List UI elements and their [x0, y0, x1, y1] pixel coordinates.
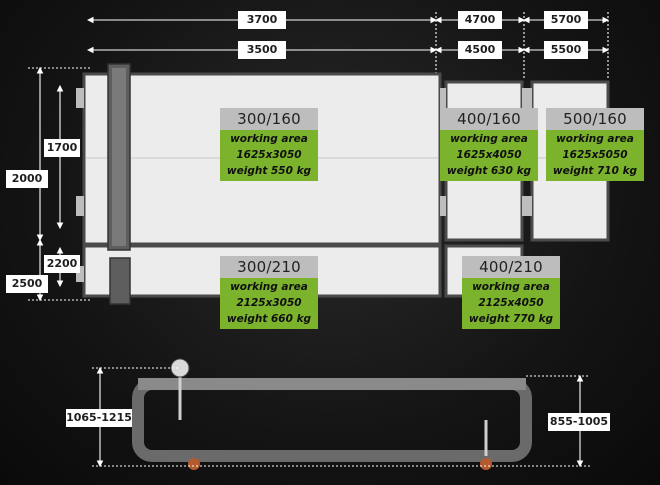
spec-card-400-210: 400/210 working area 2125x4050 weight 77…	[462, 256, 560, 329]
weight-value: weight 630 kg	[446, 165, 532, 177]
side-view-frame	[132, 358, 532, 470]
model-name: 500/160	[546, 108, 644, 130]
spec-card-300-160: 300/160 working area 1625x3050 weight 55…	[220, 108, 318, 181]
working-area-label: working area	[556, 133, 634, 145]
model-name: 300/160	[220, 108, 318, 130]
model-name: 400/160	[440, 108, 538, 130]
working-area-label: working area	[230, 133, 308, 145]
weight-value: weight 710 kg	[552, 165, 638, 177]
model-name: 400/210	[462, 256, 560, 278]
spec-card-500-160: 500/160 working area 1625x5050 weight 71…	[546, 108, 644, 181]
dim-height-2500: 2500	[6, 275, 48, 293]
dim-width-5500: 5500	[544, 41, 588, 59]
dim-width-5700: 5700	[544, 11, 588, 29]
top-dimension-lines	[86, 12, 610, 78]
working-area-value: 1625x5050	[562, 149, 628, 161]
working-area-label: working area	[472, 281, 550, 293]
dim-frame-height-right: 855-1005	[548, 413, 610, 431]
weight-value: weight 660 kg	[226, 313, 312, 325]
gantry	[76, 63, 532, 305]
model-name: 300/210	[220, 256, 318, 278]
dim-frame-height-left: 1065-1215	[66, 409, 132, 427]
working-area-label: working area	[450, 133, 528, 145]
working-area-value: 2125x4050	[478, 297, 544, 309]
dim-width-3500: 3500	[238, 41, 286, 59]
dim-width-4500: 4500	[458, 41, 502, 59]
weight-value: weight 770 kg	[468, 313, 554, 325]
dim-width-4700: 4700	[458, 11, 502, 29]
working-area-value: 1625x4050	[456, 149, 522, 161]
spec-card-400-160: 400/160 working area 1625x4050 weight 63…	[440, 108, 538, 181]
spec-card-300-210: 300/210 working area 2125x3050 weight 66…	[220, 256, 318, 329]
dim-height-2200: 2200	[44, 255, 80, 273]
weight-value: weight 550 kg	[226, 165, 312, 177]
working-area-value: 1625x3050	[236, 149, 302, 161]
dim-width-3700: 3700	[238, 11, 286, 29]
working-area-value: 2125x3050	[236, 297, 302, 309]
dim-height-2000: 2000	[6, 170, 48, 188]
dim-height-1700: 1700	[44, 139, 80, 157]
working-area-label: working area	[230, 281, 308, 293]
